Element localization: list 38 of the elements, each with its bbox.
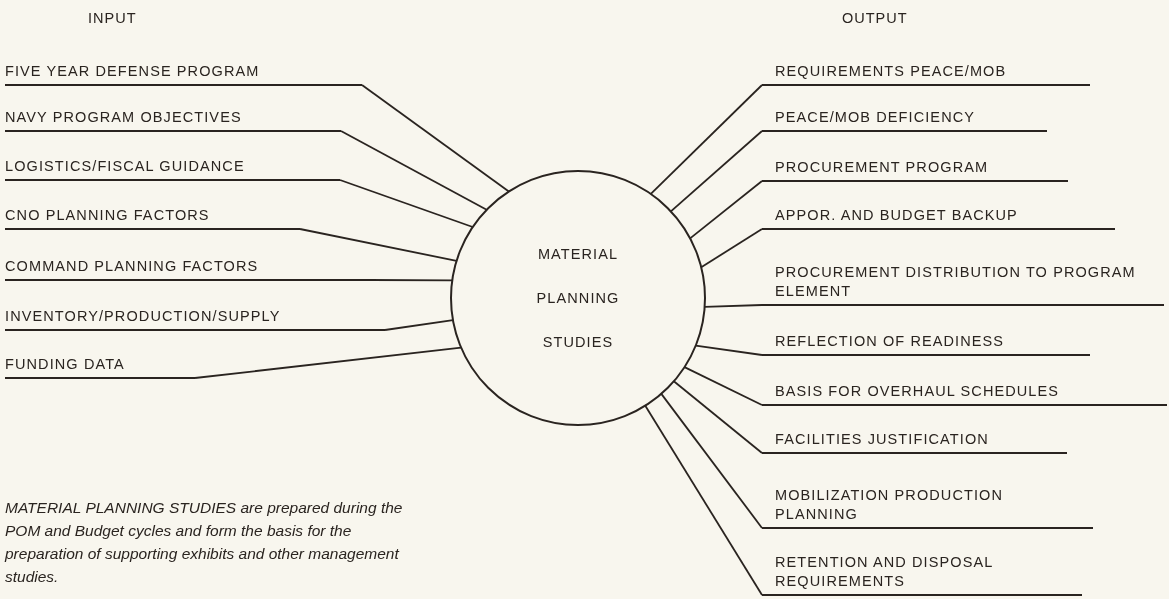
underlined-label: CNO PLANNING FACTORS — [5, 206, 300, 230]
underlined-label: FACILITIES JUSTIFICATION — [762, 430, 1067, 454]
connector-line — [361, 84, 510, 193]
underlined-label: REQUIREMENTS PEACE/MOB — [762, 62, 1090, 86]
section-heading: OUTPUT — [842, 10, 908, 26]
connector-line — [694, 344, 763, 356]
section-heading: INPUT — [88, 10, 137, 26]
note-text: MATERIAL PLANNING STUDIES are prepared during the POM and Budget cycles and form the basis for the preparation of supporting exhibits and other management studies. — [5, 498, 404, 587]
connector-line — [670, 130, 763, 213]
underlined-label: APPOR. AND BUDGET BACKUP — [762, 206, 1115, 230]
underlined-label: FUNDING DATA — [5, 355, 195, 379]
connector-line — [683, 366, 763, 406]
underlined-label: COMMAND PLANNING FACTORS — [5, 257, 370, 281]
connector-line — [649, 84, 763, 195]
connector-line — [703, 304, 763, 308]
connector-line — [660, 392, 763, 529]
underlined-label: MOBILIZATION PRODUCTION PLANNING — [762, 486, 1093, 529]
connector-line — [700, 228, 763, 269]
connector-line — [384, 319, 454, 331]
underlined-label: PROCUREMENT DISTRIBUTION TO PROGRAM ELEMENT — [762, 263, 1164, 306]
connector-line — [299, 228, 458, 262]
connector-line — [689, 180, 763, 240]
underlined-label: REFLECTION OF READINESS — [762, 332, 1090, 356]
underlined-label: FIVE YEAR DEFENSE PROGRAM — [5, 62, 362, 86]
connector-line — [369, 279, 454, 282]
underlined-label: INVENTORY/PRODUCTION/SUPPLY — [5, 307, 385, 331]
underlined-label: BASIS FOR OVERHAUL SCHEDULES — [762, 382, 1167, 406]
connector-line — [340, 130, 488, 211]
underlined-label: PEACE/MOB DEFICIENCY — [762, 108, 1047, 132]
connector-line — [194, 346, 462, 379]
underlined-label: LOGISTICS/FISCAL GUIDANCE — [5, 157, 340, 181]
underlined-label: NAVY PROGRAM OBJECTIVES — [5, 108, 341, 132]
underlined-label: PROCUREMENT PROGRAM — [762, 158, 1068, 182]
connector-line — [339, 179, 474, 228]
connector-line — [672, 380, 763, 454]
circle-node: MATERIAL PLANNING STUDIES — [450, 170, 706, 426]
connector-line — [644, 404, 763, 596]
underlined-label: RETENTION AND DISPOSAL REQUIREMENTS — [762, 553, 1082, 596]
